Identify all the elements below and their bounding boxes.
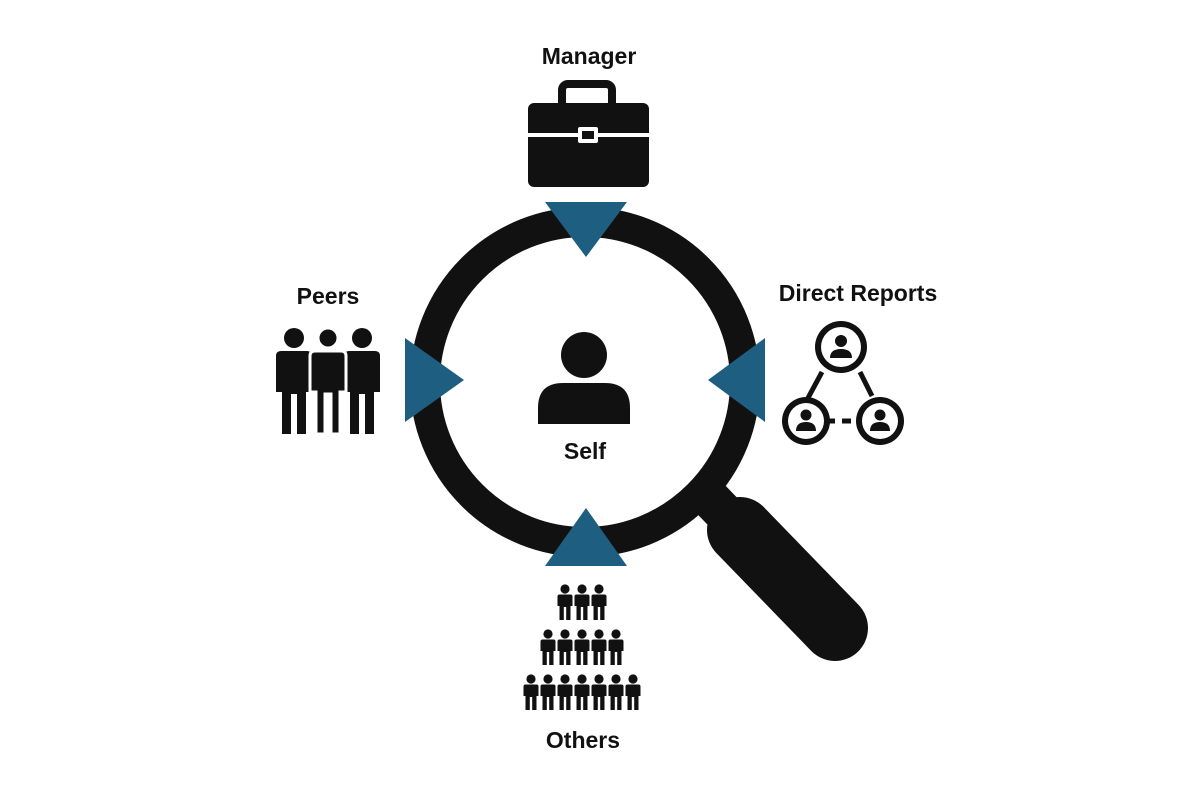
left-person-node-icon bbox=[782, 397, 830, 445]
magnifying-glass-icon bbox=[410, 207, 868, 661]
right-person-node-icon bbox=[856, 397, 904, 445]
self-icon bbox=[538, 332, 630, 424]
magnifier-handle bbox=[707, 497, 868, 661]
others-label: Others bbox=[546, 727, 620, 753]
others-icon bbox=[523, 584, 641, 710]
peers-label: Peers bbox=[297, 283, 360, 309]
briefcase-icon bbox=[528, 80, 649, 187]
self-label: Self bbox=[564, 438, 607, 464]
manager-label: Manager bbox=[542, 43, 637, 69]
direct-reports-icon bbox=[782, 321, 904, 445]
arrows bbox=[405, 202, 765, 566]
peers-arrow-icon bbox=[405, 338, 464, 422]
magnifier-ring bbox=[410, 207, 760, 557]
manager-arrow-icon bbox=[545, 202, 627, 257]
direct-reports-label: Direct Reports bbox=[779, 280, 937, 306]
top-person-node-icon bbox=[815, 321, 867, 373]
direct-reports-arrow-icon bbox=[708, 338, 765, 422]
peers-icon bbox=[276, 326, 380, 436]
others-arrow-icon bbox=[545, 508, 627, 566]
